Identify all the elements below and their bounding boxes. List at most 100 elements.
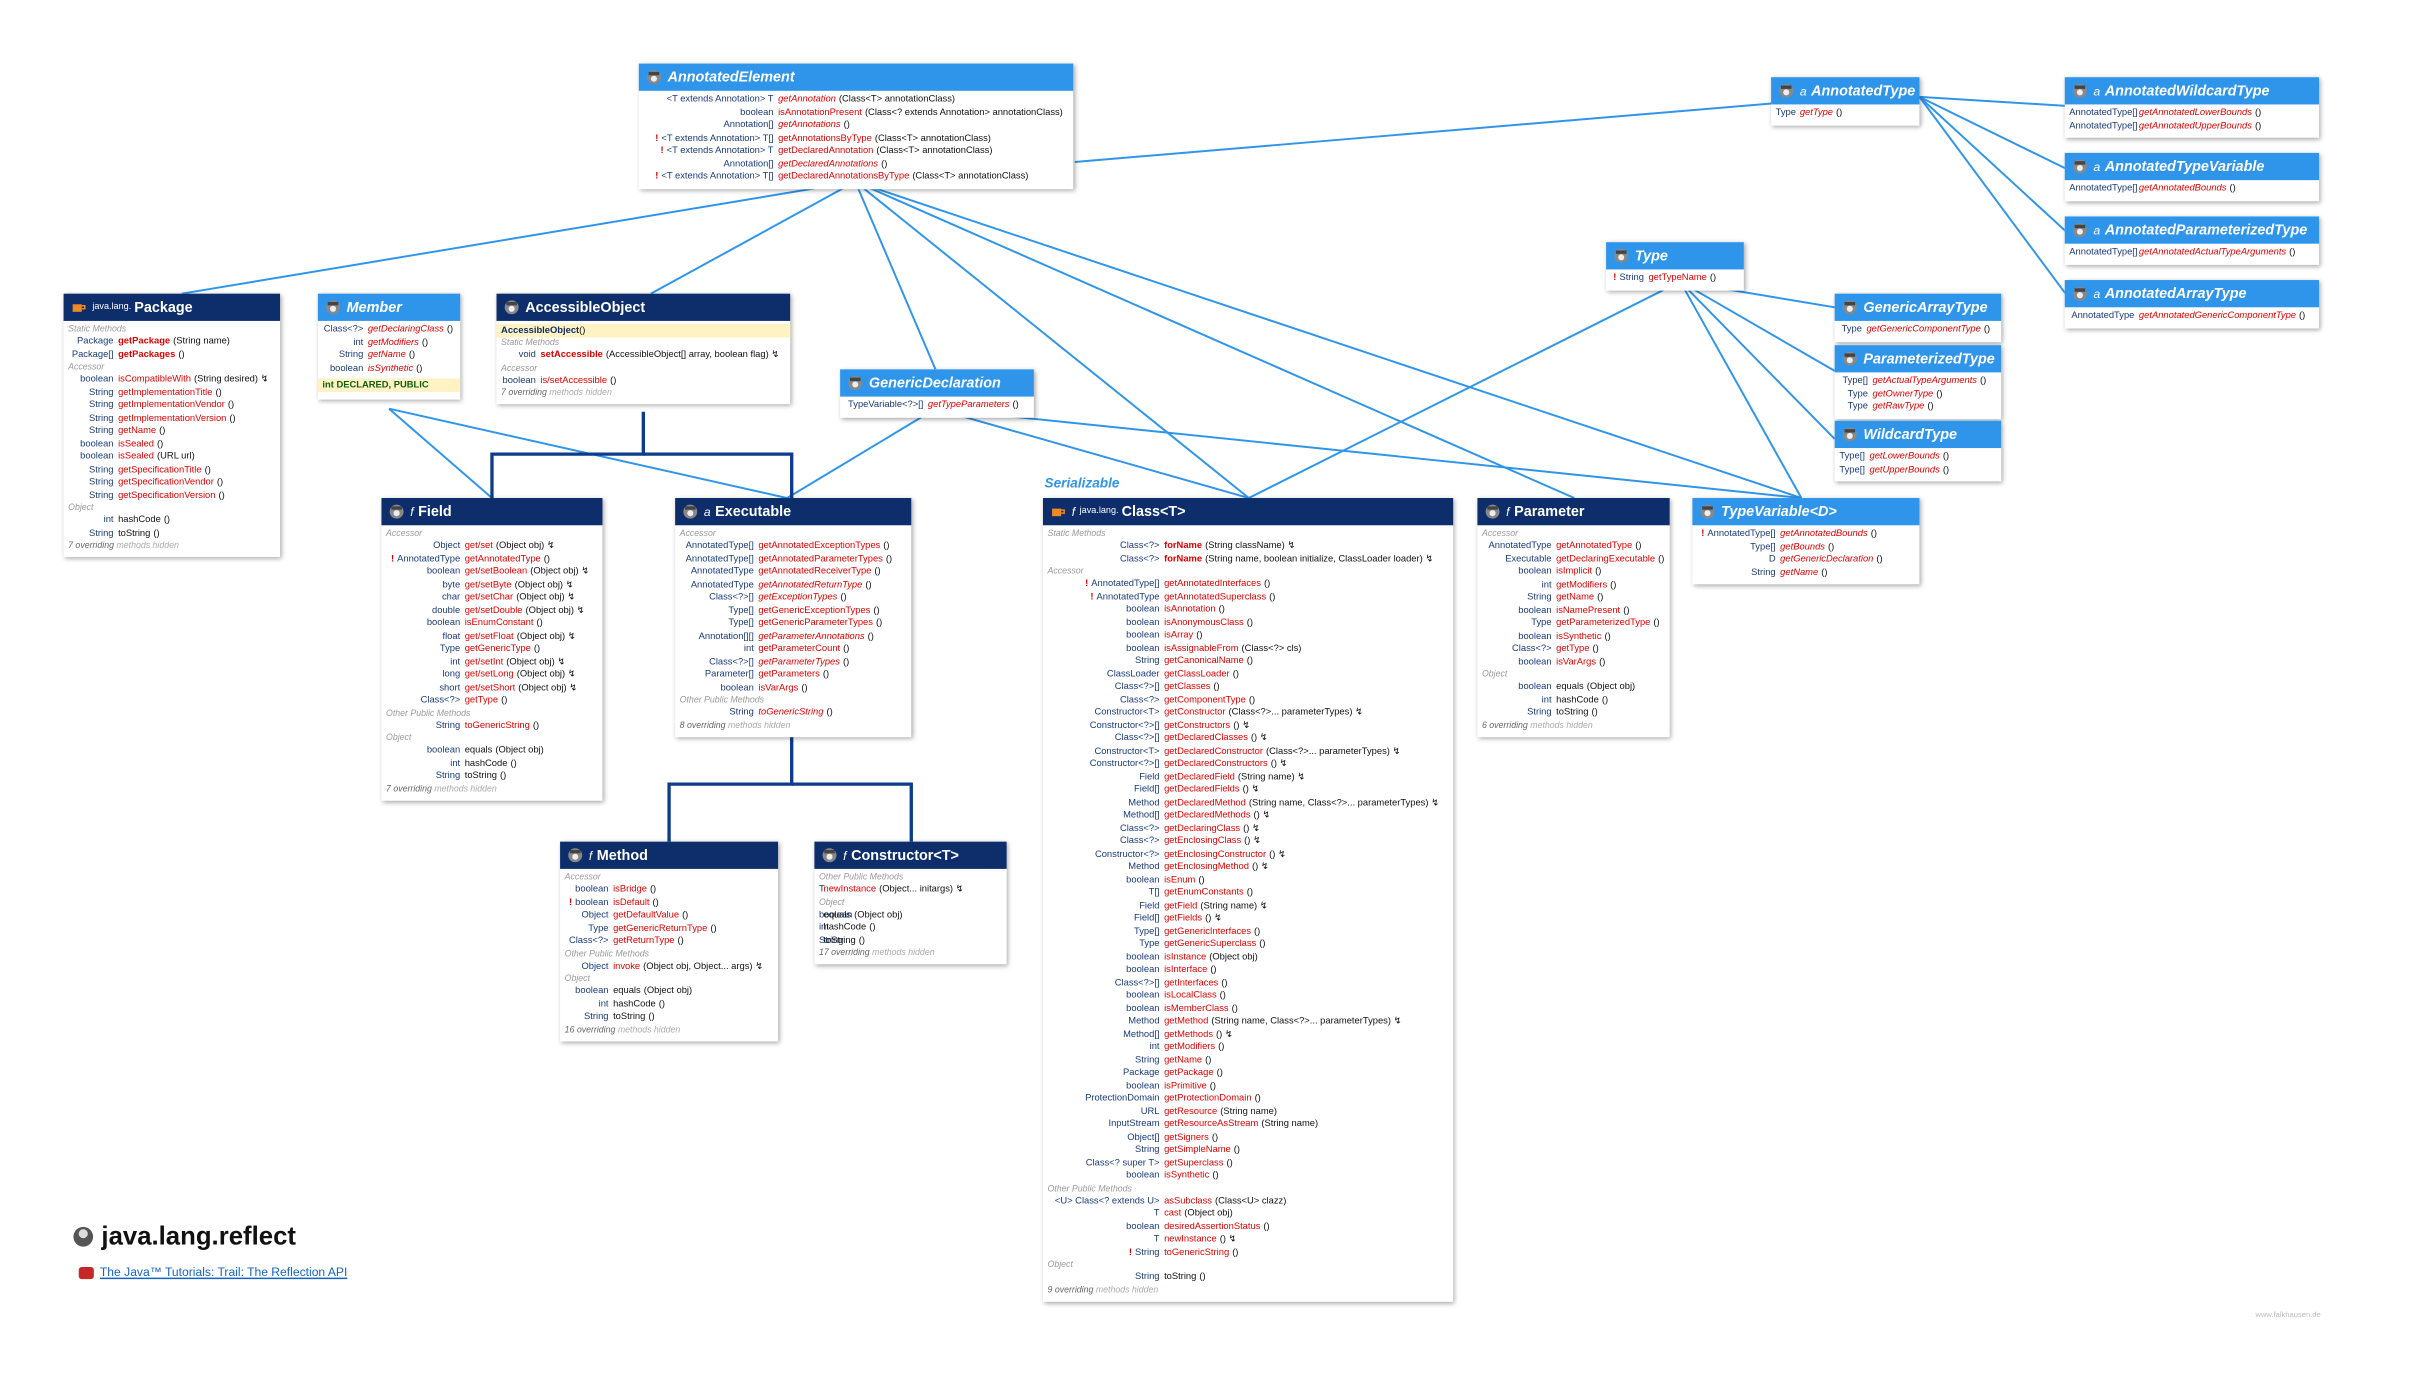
member-name[interactable]: is/setAccessible (540, 374, 608, 386)
member-name[interactable]: getAnnotatedParameterTypes (758, 553, 883, 564)
tutorial-link[interactable]: The Java™ Tutorials: Trail: The Reflecti… (78, 1265, 348, 1279)
member-name[interactable]: getName (1780, 566, 1819, 578)
member-name[interactable]: getPackages (118, 348, 176, 360)
box-header[interactable]: AnnotatedElement (638, 63, 1074, 91)
box-title[interactable]: GenericDeclaration (868, 374, 1001, 392)
member-name[interactable]: getName (118, 425, 157, 436)
member-row[interactable]: Annotation[]getDeclaredAnnotations() (643, 158, 1068, 171)
member-name[interactable]: get/setLong (464, 669, 514, 680)
member-name[interactable]: equals (1556, 681, 1584, 692)
member-name[interactable]: isImplicit (1556, 566, 1593, 577)
box-title[interactable]: Parameter (1514, 503, 1585, 520)
member-name[interactable]: toGenericString (758, 706, 824, 718)
box-title[interactable]: TypeVariable<D> (1721, 503, 1837, 520)
member-row[interactable]: Type[]getActualTypeArguments() (1839, 375, 1996, 388)
member-name[interactable]: getGenericType (464, 643, 531, 654)
member-name[interactable]: getField (1164, 899, 1198, 911)
member-name[interactable]: getResourceAsStream (1164, 1118, 1259, 1130)
member-row[interactable]: <U> Class<? extends U>asSubclass(Class<U… (1048, 1195, 1449, 1208)
member-name[interactable]: getGenericSuperclass (1164, 938, 1257, 950)
member-name[interactable]: newInstance (823, 884, 877, 895)
member-name[interactable]: get/setByte (464, 579, 512, 590)
member-name[interactable]: get/setShort (464, 681, 516, 693)
box-title[interactable]: Class<T> (1121, 503, 1186, 520)
member-name[interactable]: getTypeName (1648, 272, 1707, 284)
member-row[interactable]: Class<?>[]getClasses() (1048, 681, 1449, 694)
member-row[interactable]: Class<?>forName(String className) ↯ (1048, 540, 1449, 553)
member-name[interactable]: getSpecificationTitle (118, 463, 202, 475)
member-name[interactable]: isDefault (613, 896, 650, 908)
member-name[interactable]: getAnnotations (778, 119, 841, 131)
box-title[interactable]: Member (346, 298, 402, 316)
box-title[interactable]: AnnotatedArrayType (2104, 285, 2247, 302)
member-name[interactable]: getDeclaredConstructor (1164, 745, 1263, 757)
member-row[interactable]: Class<?>getDeclaringClass() ↯ (1048, 823, 1449, 836)
box-title[interactable]: Type (1634, 247, 1668, 265)
member-name[interactable]: getDeclaredMethod (1164, 796, 1246, 808)
member-name[interactable]: getName (1164, 1054, 1203, 1065)
member-name[interactable]: hashCode (464, 757, 508, 769)
member-name[interactable]: getDeclaringExecutable (1556, 553, 1656, 564)
member-name[interactable]: getParameterizedType (1556, 617, 1651, 629)
member-row[interactable]: Class<?>getReturnType() (565, 935, 774, 948)
member-row[interactable]: <T extends Annotation> T[]getDeclaredAnn… (643, 171, 1068, 184)
box-title[interactable]: Method (596, 846, 648, 864)
box-header[interactable]: WildcardType (1834, 420, 2002, 449)
member-row[interactable]: Class<?>getType() (386, 695, 598, 708)
member-row[interactable]: TypeVariable<?>[]getTypeParameters() (845, 400, 1030, 413)
member-name[interactable]: setAccessible (540, 349, 603, 361)
member-name[interactable]: isNamePresent (1556, 604, 1621, 616)
member-name[interactable]: getGenericDeclaration (1780, 554, 1874, 565)
member-name[interactable]: forName (1164, 553, 1203, 564)
member-row[interactable]: Field[]getDeclaredFields() ↯ (1048, 784, 1449, 797)
member-name[interactable]: getImplementationVendor (118, 399, 225, 411)
member-row[interactable]: Type[]getLowerBounds() (1839, 451, 1996, 464)
member-name[interactable]: getInterfaces (1164, 977, 1219, 988)
member-name[interactable]: invoke (613, 960, 641, 972)
